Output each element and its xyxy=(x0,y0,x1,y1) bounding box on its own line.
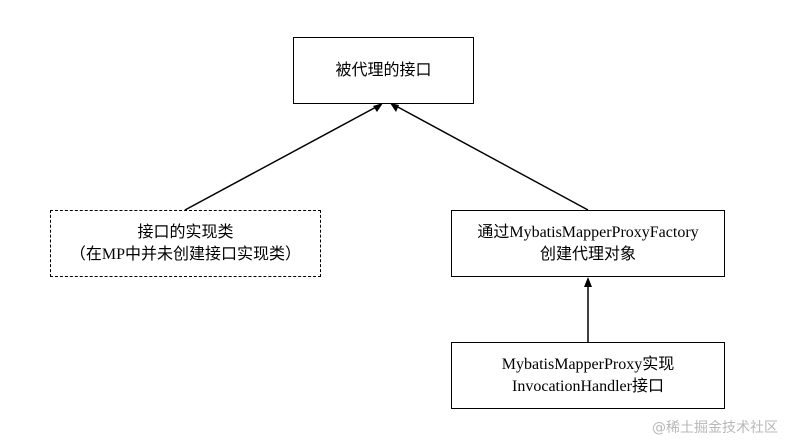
node-impl-class-line-1: 接口的实现类 xyxy=(137,223,234,241)
node-proxy-factory: 通过MybatisMapperProxyFactory 创建代理对象 xyxy=(451,210,725,277)
node-mapper-proxy-line-1: MybatisMapperProxy实现 xyxy=(501,355,675,373)
node-mapper-proxy: MybatisMapperProxy实现 InvocationHandler接口 xyxy=(451,342,725,409)
arrowhead-proxy-to-factory xyxy=(584,277,592,287)
node-proxied-interface-line-1: 被代理的接口 xyxy=(335,61,432,79)
node-proxied-interface: 被代理的接口 xyxy=(293,37,474,104)
arrowhead-impl-to-interface xyxy=(373,103,383,112)
edge-factory-to-interface xyxy=(395,105,589,211)
node-impl-class-line-2: （在MP中并未创建接口实现类） xyxy=(69,245,302,263)
node-mapper-proxy-line-2: InvocationHandler接口 xyxy=(512,377,664,395)
node-proxy-factory-line-2: 创建代理对象 xyxy=(539,245,636,263)
arrowhead-factory-to-interface xyxy=(390,103,399,112)
edge-impl-to-interface xyxy=(184,105,379,211)
watermark: @稀土掘金技术社区 xyxy=(652,420,778,436)
node-impl-class: 接口的实现类 （在MP中并未创建接口实现类） xyxy=(50,210,321,277)
node-proxy-factory-line-1: 通过MybatisMapperProxyFactory xyxy=(477,223,699,241)
